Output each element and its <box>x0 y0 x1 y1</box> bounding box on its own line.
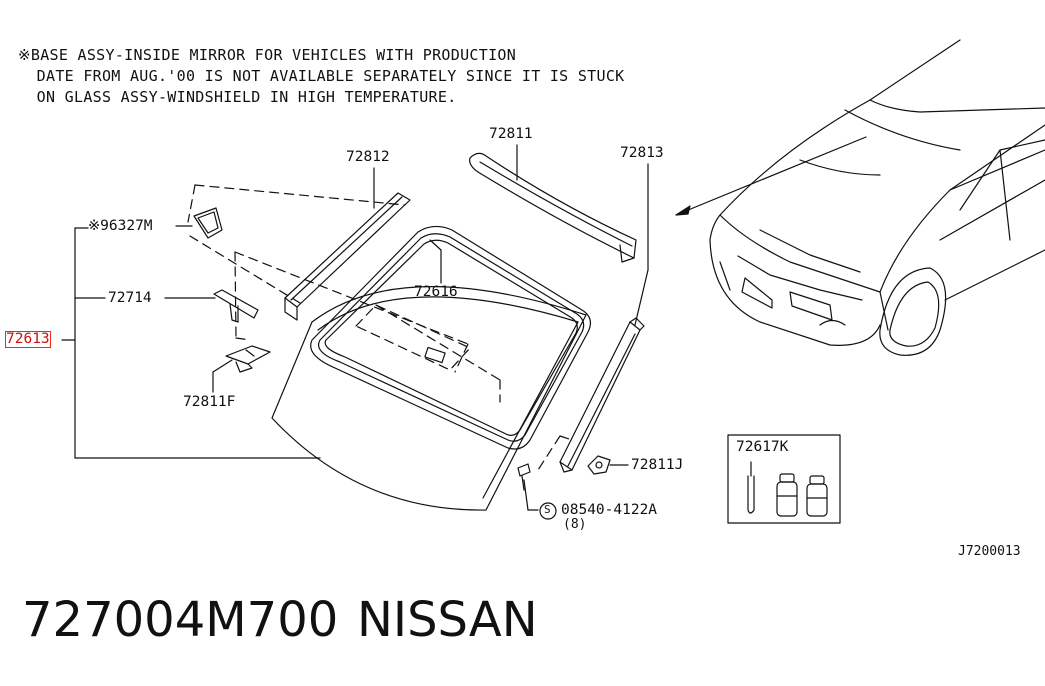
callout-72813[interactable]: 72813 <box>620 145 664 161</box>
car-illustration <box>710 40 1045 355</box>
diagram-code: J7200013 <box>958 544 1021 559</box>
callout-72714[interactable]: 72714 <box>108 290 152 306</box>
callout-72811f[interactable]: 72811F <box>183 394 236 410</box>
group-bracket <box>62 228 320 458</box>
callout-72811j[interactable]: 72811J <box>631 457 684 473</box>
part-72811f <box>226 346 270 372</box>
moulding-right <box>560 318 644 472</box>
note-line-3: ON GLASS ASSY-WINDSHIELD IN HIGH TEMPERA… <box>18 88 457 106</box>
adhesive-kit <box>728 435 840 523</box>
note-line-2: DATE FROM AUG.'00 IS NOT AVAILABLE SEPAR… <box>18 67 625 85</box>
callout-screw[interactable]: 08540-4122A <box>561 502 658 518</box>
screw <box>518 464 530 490</box>
moulding-top <box>470 153 636 262</box>
part-72811j <box>588 456 610 474</box>
callout-72617k[interactable]: 72617K <box>736 439 789 455</box>
leader-lines <box>165 145 648 510</box>
note-line-1: ※BASE ASSY-INSIDE MIRROR FOR VEHICLES WI… <box>18 46 517 64</box>
dashed-guides <box>188 185 572 470</box>
screw-quantity: (8) <box>563 517 587 532</box>
callout-72613-highlighted[interactable]: 72613 <box>5 331 51 348</box>
part-72714 <box>214 290 258 322</box>
part-96327m <box>194 208 222 238</box>
windshield-glass <box>272 287 586 510</box>
callout-72811[interactable]: 72811 <box>489 126 533 142</box>
location-arrow <box>676 137 866 215</box>
callout-96327m[interactable]: ※96327M <box>88 218 153 234</box>
screw-symbol: S <box>544 503 551 516</box>
screw-symbol-circle <box>540 503 556 519</box>
callout-72812[interactable]: 72812 <box>346 149 390 165</box>
moulding-left <box>285 193 410 320</box>
part-number: 727004M700 <box>22 592 339 648</box>
brand-name: NISSAN <box>357 592 538 648</box>
weatherstrip <box>311 226 591 449</box>
callout-72616[interactable]: 72616 <box>414 284 458 300</box>
